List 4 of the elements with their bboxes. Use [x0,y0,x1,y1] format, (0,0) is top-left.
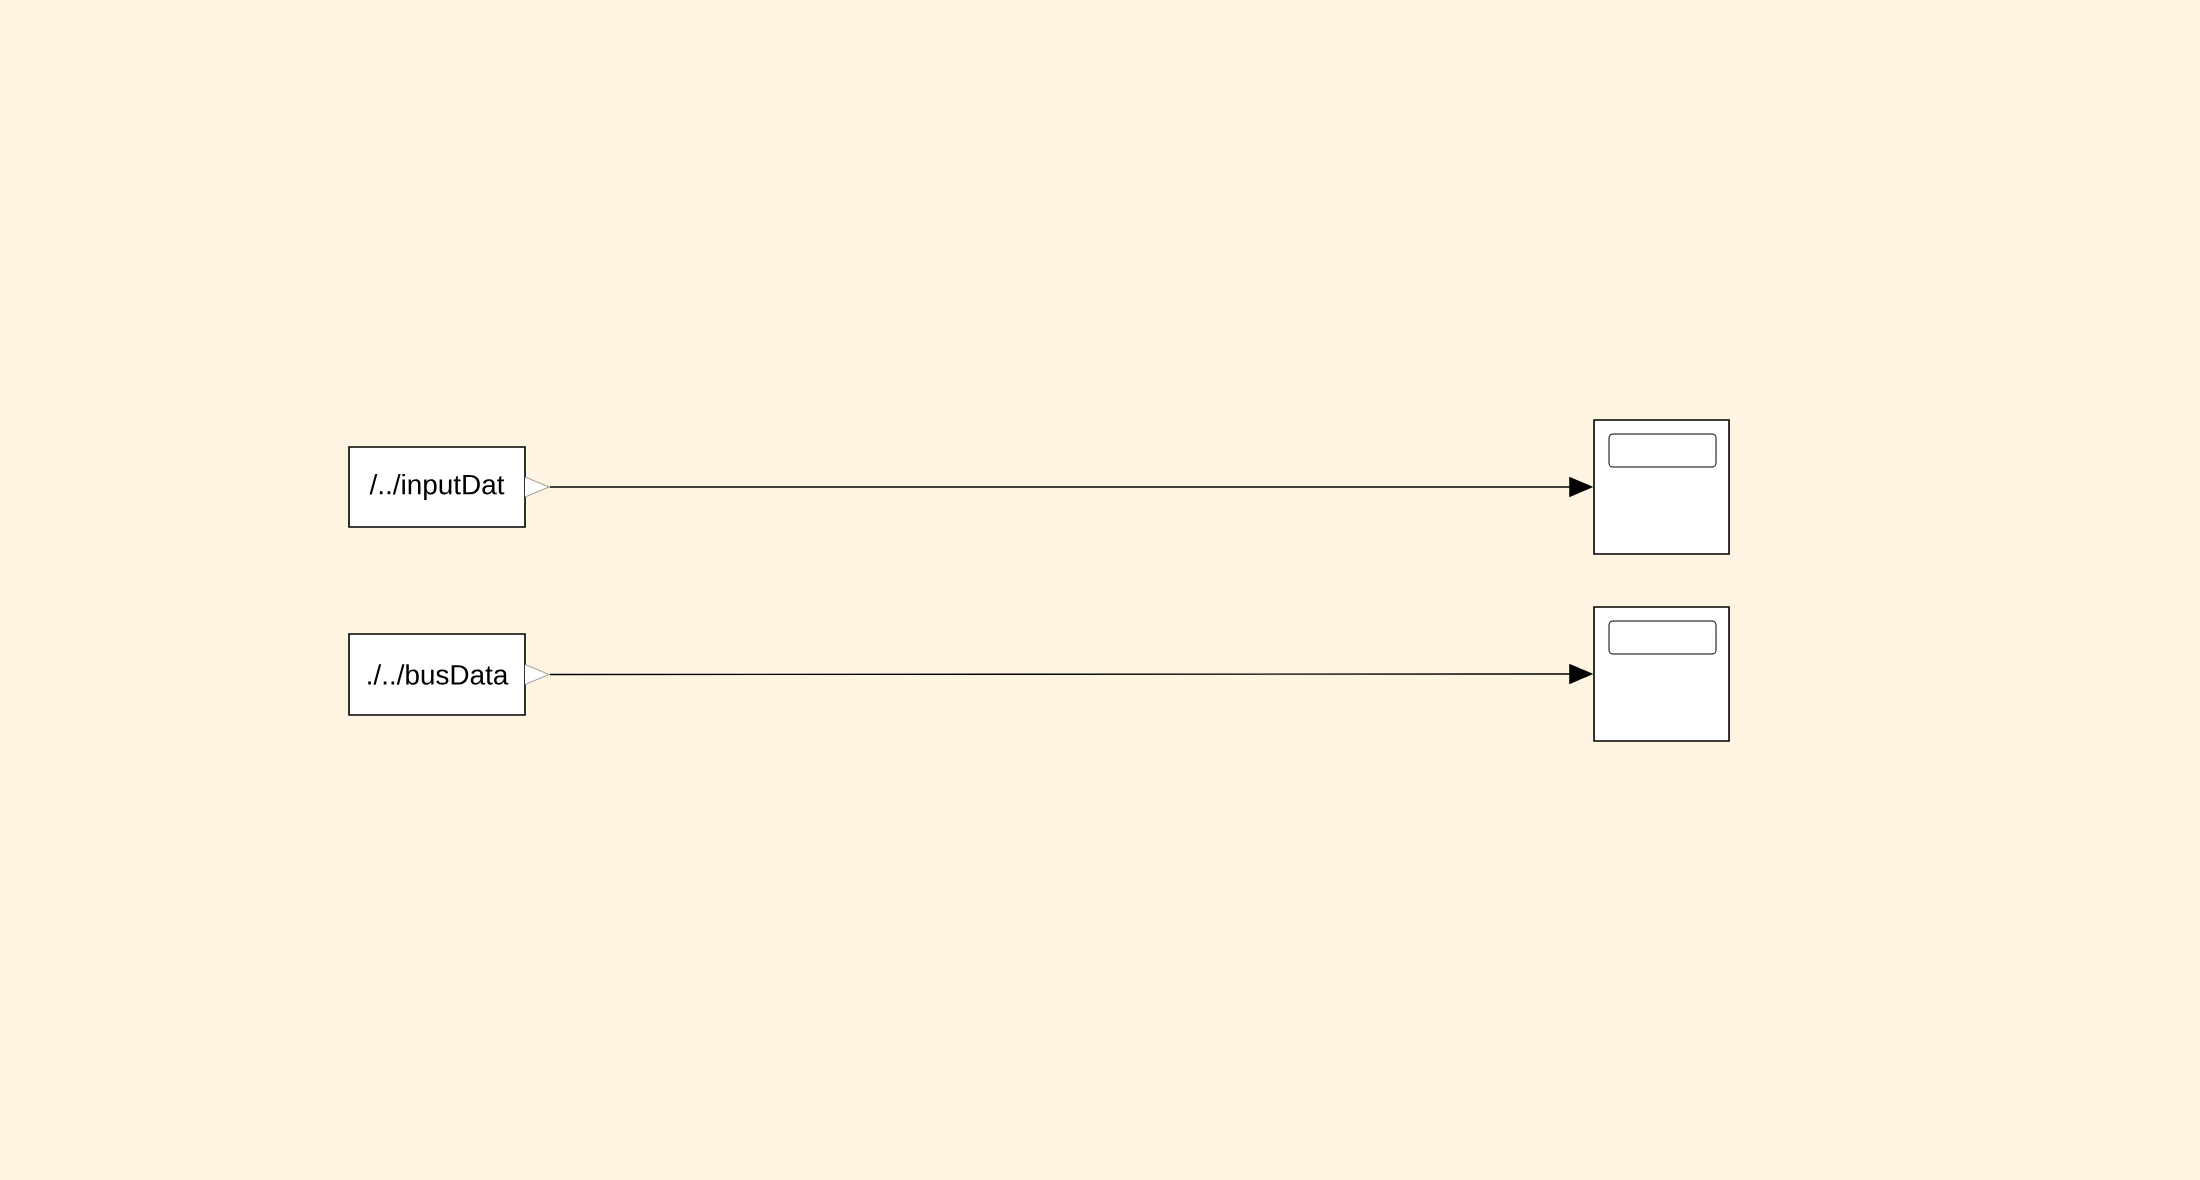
goto-block: /../inputDat [348,446,550,528]
display-block [1593,419,1730,555]
goto-block: ./../busData [348,633,550,716]
display-block [1593,606,1730,742]
